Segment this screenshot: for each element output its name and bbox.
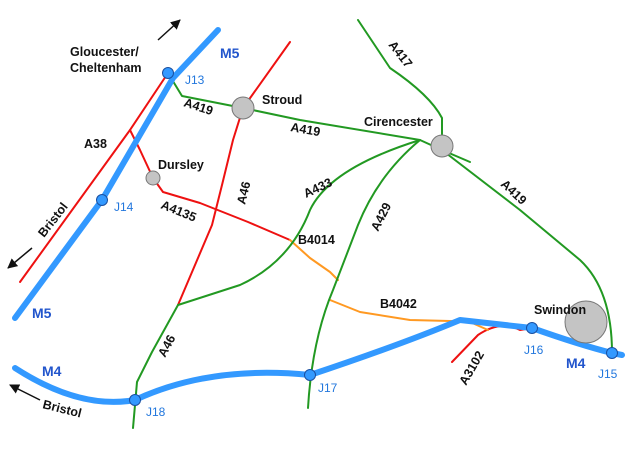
orange-roads — [289, 239, 489, 331]
road-a3102 — [451, 325, 533, 363]
destination-gloucester-label: Gloucester/ — [70, 45, 139, 59]
road-a3102-label: A3102 — [456, 349, 487, 388]
road-a433 — [177, 139, 421, 306]
junction-j13-label: J13 — [185, 73, 205, 87]
junction-j18-marker — [129, 394, 141, 406]
road-b4014-label: B4014 — [298, 233, 335, 247]
junction-j15-label: J15 — [598, 367, 618, 381]
road-a46-label-north: A46 — [234, 180, 253, 206]
town-swindon-label: Swindon — [534, 303, 586, 317]
junction-markers — [96, 67, 618, 406]
road-b4014 — [289, 239, 339, 281]
town-cirencester-marker — [430, 134, 454, 158]
road-a4135 — [152, 177, 291, 241]
road-a38-label: A38 — [84, 137, 107, 151]
arrow-southwest-icon — [7, 247, 33, 269]
direction-arrows — [7, 19, 181, 401]
road-b4042-label: B4042 — [380, 297, 417, 311]
town-stroud-label: Stroud — [262, 93, 302, 107]
road-a417-label: A417 — [386, 38, 415, 70]
road-a46-red — [177, 41, 291, 306]
road-a419-south — [441, 149, 613, 354]
junction-j15-marker — [606, 347, 618, 359]
destination-cheltenham-label: Cheltenham — [70, 61, 142, 75]
motorway-m5-label-north: M5 — [220, 45, 240, 61]
road-a4135-label: A4135 — [159, 198, 198, 225]
road-a419-label-2: A419 — [289, 120, 321, 139]
road-a429-label: A429 — [368, 200, 394, 233]
arrow-west-icon — [9, 384, 41, 401]
town-swindon-marker — [564, 300, 608, 344]
road-a419-label-1: A419 — [182, 96, 215, 119]
road-a429 — [307, 139, 421, 409]
town-stroud-marker — [231, 96, 255, 120]
junction-j14-marker — [96, 194, 108, 206]
road-a417 — [357, 19, 443, 151]
motorway-m4-label-east: M4 — [566, 355, 586, 371]
road-a46-label-south: A46 — [155, 333, 178, 360]
junction-j16-label: J16 — [524, 343, 544, 357]
junction-j14-label: J14 — [114, 200, 134, 214]
road-a419-label-3: A419 — [498, 177, 529, 208]
junction-j17-marker — [304, 369, 316, 381]
junction-j16-marker — [526, 322, 538, 334]
motorway-m5 — [12, 27, 221, 321]
junction-j17-label: J17 — [318, 381, 338, 395]
arrow-north-icon — [157, 19, 181, 41]
towns — [145, 96, 608, 344]
destination-bristol-m4-label: Bristol — [41, 397, 83, 420]
motorway-m4-label-west: M4 — [42, 363, 62, 379]
road-a38-spur — [129, 129, 154, 179]
junction-j18-label: J18 — [146, 405, 166, 419]
motorway-m5-label-south: M5 — [32, 305, 52, 321]
town-dursley-label: Dursley — [158, 158, 204, 172]
town-dursley-marker — [145, 170, 161, 186]
junction-j13-marker — [162, 67, 174, 79]
town-cirencester-label: Cirencester — [364, 115, 433, 129]
